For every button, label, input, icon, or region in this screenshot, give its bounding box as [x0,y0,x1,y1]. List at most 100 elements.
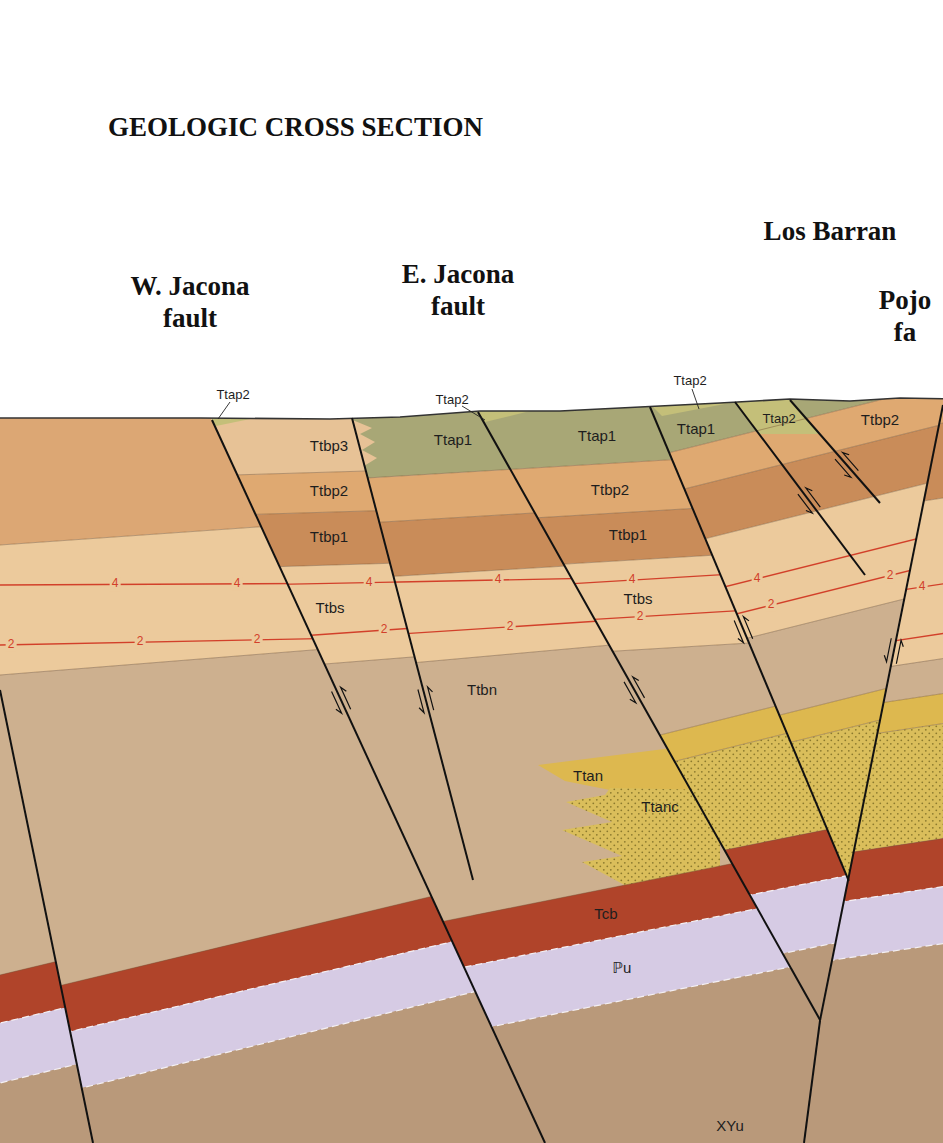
contact-line [0,721,943,867]
contour-number: 2 [505,620,516,633]
rock-unit [0,836,943,1030]
contour-number: 4 [232,577,243,590]
contact-line [0,496,943,642]
fault-line [804,1020,820,1143]
leader-line [218,402,230,419]
slip-arrow [332,692,342,714]
contour-number: 2 [766,599,777,612]
contact-line [0,836,943,982]
unit-label: Ttanc [641,798,679,815]
rock-unit [0,421,943,642]
fault-block [0,370,943,1143]
fault-block [0,370,943,1143]
slip-arrow [341,687,351,709]
contour-number: 2 [6,638,17,651]
contour-number: 2 [252,633,263,646]
fault-block [0,370,943,1143]
fault-line [820,405,943,1020]
slip-arrow [633,677,645,698]
slip-arrow [806,488,820,507]
unit-label: Ttbp2 [861,411,899,428]
unit-label: Ttap1 [434,431,472,448]
contour-number: 4 [627,573,638,586]
rock-unit [0,941,943,1143]
unit-label: ℙu [613,959,632,976]
slip-arrow [843,453,859,471]
rock-unit [0,918,943,1143]
contour-line [0,528,943,771]
rock-unit [0,941,943,1143]
fault-block [0,370,943,1143]
unit-label: Ttbs [315,599,344,616]
fault-name: Los Barran [764,215,897,247]
rock-unit [348,418,377,472]
ground-surface [0,398,943,419]
fault-line [0,690,93,1143]
contact-line [0,918,943,1112]
contact-line [0,803,943,997]
contour-line [0,558,943,801]
contact-line [0,941,943,1087]
slip-arrow [896,640,903,664]
contour-number: 2 [379,624,390,637]
unit-label: Ttap1 [578,427,616,444]
unit-label: Ttap2 [435,393,468,408]
rock-unit [0,370,943,566]
unit-label: XYu [716,1117,744,1134]
contact-line [0,691,943,837]
unit-label: Ttap2 [762,412,795,427]
fault-block [0,370,943,1143]
contour-number: 2 [135,636,146,649]
slip-arrow [743,617,752,639]
geology [0,370,943,1143]
contact-line [0,884,943,1030]
rock-unit [735,399,820,434]
contact-line [0,475,943,718]
slip-arrow [798,494,812,513]
contact-line [0,656,943,802]
rock-unit [0,721,943,982]
rock-unit [0,496,943,802]
contour-number: 2 [885,569,896,582]
contour-number: 4 [110,578,121,591]
slip-arrow [418,689,424,712]
contact-line [0,420,943,663]
rock-unit [0,691,943,867]
unit-label: Ttap1 [677,420,715,437]
unit-label: Ttbp1 [310,528,348,545]
contact-line [0,700,943,943]
slip-arrow [734,621,743,643]
contour-line [0,631,943,777]
fault-block [0,370,943,1143]
fault-line [478,412,820,1020]
fault-line [735,402,865,575]
contact-line [0,421,943,567]
leader-line [692,389,699,409]
contour-line [0,581,943,727]
rock-unit [0,918,943,1143]
fault-line [650,407,849,881]
unit-label: Ttbp3 [310,437,348,454]
unit-label: Ttbp2 [591,481,629,498]
diagram-title: GEOLOGIC CROSS SECTION [108,112,483,143]
rock-unit [210,418,255,426]
rock-unit [0,836,943,1030]
leader-line [462,406,485,420]
fault-line [212,420,545,1143]
unit-label: Ttan [573,767,603,784]
unit-label: Ttbp1 [609,526,647,543]
slip-arrow [624,682,636,703]
rock-unit [0,656,943,837]
contour-number: 4 [493,573,504,586]
slip-arrow [835,459,851,477]
fault-name: E. Jacona fault [373,258,543,323]
contour-number: 4 [364,576,375,589]
unit-label: Ttap2 [673,374,706,389]
slip-arrow [428,687,434,710]
contact-line [0,380,943,623]
unit-label: Ttap2 [216,388,249,403]
fault-name: Pojo fa [872,284,938,349]
unit-label: Ttbn [467,681,497,698]
unit-label: Ttbs [623,590,652,607]
